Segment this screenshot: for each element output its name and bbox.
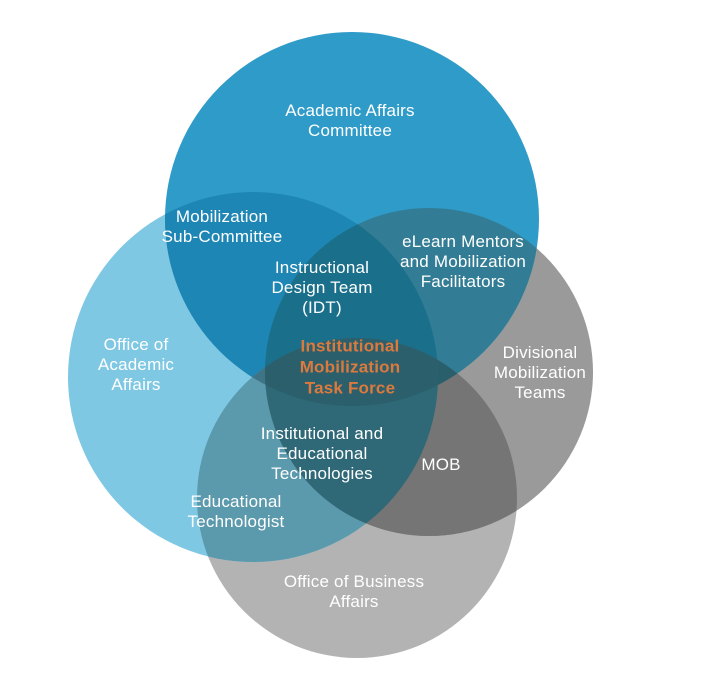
- label-line: Technologies: [271, 464, 373, 483]
- label-line: and Mobilization: [399, 252, 527, 271]
- label-office-of-academic-affairs: Office of Academic Affairs: [98, 335, 174, 395]
- label-line: eLearn Mentors: [402, 232, 524, 251]
- label-institutional-educational-technologies: Institutional and Educational Technologi…: [261, 424, 383, 484]
- label-line: Affairs: [111, 375, 161, 394]
- label-mobilization-sub-committee: Mobilization Sub-Committee: [162, 207, 283, 247]
- label-institutional-mobilization-task-force: Institutional Mobilization Task Force: [300, 336, 401, 399]
- label-line: Sub-Committee: [161, 227, 283, 246]
- label-line: Educational: [276, 444, 368, 463]
- label-line: Academic Affairs: [285, 101, 415, 120]
- label-elearn-mentors: eLearn Mentors and Mobilization Facilita…: [400, 232, 526, 292]
- label-line: Institutional and: [260, 424, 384, 443]
- label-line: Task Force: [304, 378, 396, 398]
- label-line: Committee: [308, 121, 392, 140]
- label-line: Mobilization: [175, 207, 269, 226]
- label-line: Design Team: [271, 278, 373, 297]
- label-instructional-design-team: Instructional Design Team (IDT): [271, 258, 372, 318]
- label-educational-technologist: Educational Technologist: [188, 492, 285, 532]
- label-line: Affairs: [329, 592, 379, 611]
- label-line: Office of Business: [283, 572, 425, 591]
- label-line: Instructional: [274, 258, 370, 277]
- label-line: Office of: [103, 335, 169, 354]
- label-line: Mobilization: [299, 357, 401, 377]
- label-academic-affairs-committee: Academic Affairs Committee: [285, 101, 415, 141]
- label-line: Technologist: [187, 512, 285, 531]
- label-line: Mobilization: [493, 363, 587, 382]
- label-line: Educational: [190, 492, 282, 511]
- label-line: Institutional: [300, 336, 400, 356]
- label-divisional-mobilization-teams: Divisional Mobilization Teams: [494, 343, 586, 403]
- label-office-of-business-affairs: Office of Business Affairs: [284, 572, 424, 612]
- label-mob: MOB: [421, 455, 460, 475]
- label-line: Facilitators: [420, 272, 506, 291]
- label-line: (IDT): [302, 298, 342, 317]
- label-line: Academic: [97, 355, 175, 374]
- label-line: MOB: [421, 455, 461, 474]
- label-line: Divisional: [502, 343, 578, 362]
- label-line: Teams: [514, 383, 566, 402]
